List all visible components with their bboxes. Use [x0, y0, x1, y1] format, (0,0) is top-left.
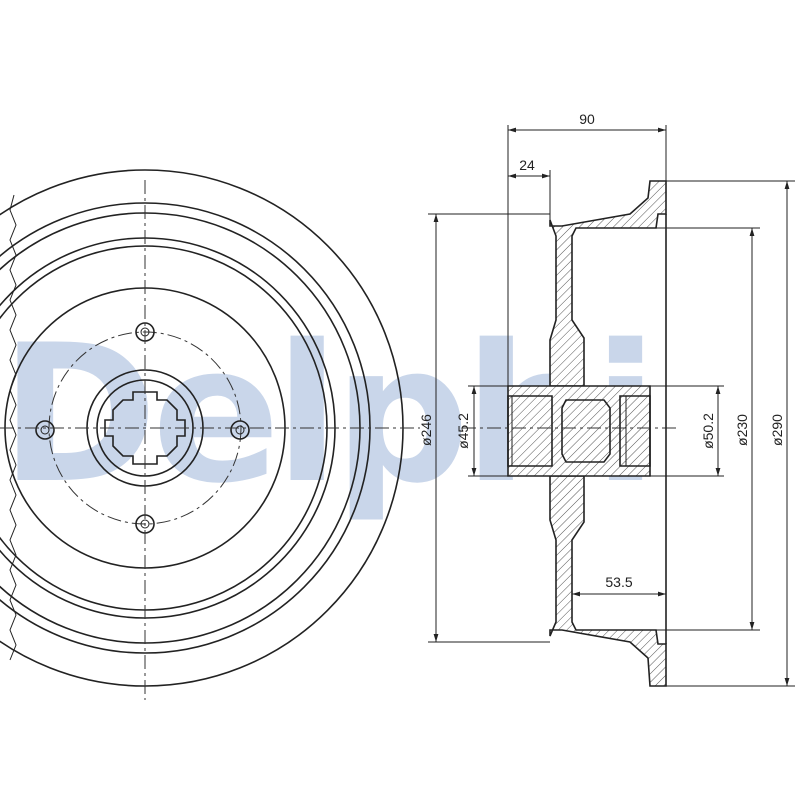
bolt-hole-left	[35, 420, 55, 440]
front-view	[0, 169, 420, 700]
drum-wall-bottom	[549, 475, 667, 687]
bore-right	[619, 395, 651, 467]
section-view	[462, 180, 680, 687]
dim-label-outer-diameter: ø290	[769, 414, 785, 446]
bolt-hole-right	[230, 420, 250, 440]
dim-label-bore-right: ø50.2	[700, 413, 716, 449]
dim-label-bore-left: ø45.2	[455, 413, 471, 449]
drum-wall-top	[549, 180, 667, 387]
dim-label-hub-depth: 53.5	[605, 574, 632, 590]
section-break-line	[9, 194, 17, 661]
dim-label-inner-diameter: ø230	[734, 414, 750, 446]
bore-left	[507, 395, 553, 467]
dim-label-flange-diameter: ø246	[418, 414, 434, 446]
dim-label-flange-offset: 24	[519, 157, 535, 173]
dimensions: 90 24 53.5 ø246 ø45.2 ø50.2 ø230 ø290	[418, 111, 795, 687]
bore-mid	[561, 399, 611, 463]
hub-splines	[104, 391, 186, 465]
dim-label-overall-width: 90	[579, 111, 595, 127]
